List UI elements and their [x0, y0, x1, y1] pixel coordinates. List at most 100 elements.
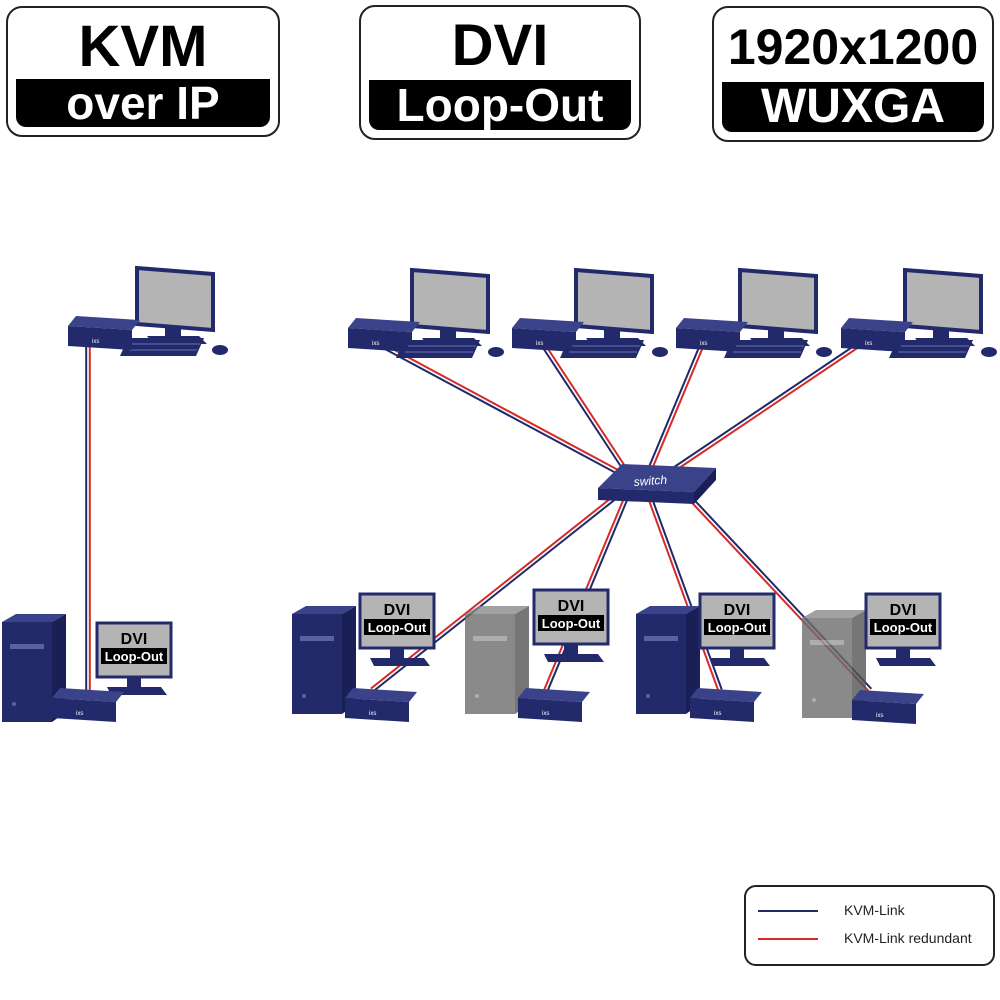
kvm-link-line	[645, 338, 704, 474]
pc-drive-bay	[473, 636, 507, 641]
kvm-extender-device: ixs	[512, 318, 584, 352]
pc-top	[2, 614, 66, 622]
monitor-badge-title: DVI	[558, 598, 585, 615]
pc-front	[636, 614, 686, 714]
pc-front	[2, 622, 52, 722]
extender-top	[518, 688, 590, 702]
pc-side	[342, 606, 356, 714]
kvm-extender-device: ixs	[518, 688, 590, 722]
kvm-link-redundant-line	[370, 495, 614, 690]
monitor-badge-bar	[704, 619, 770, 635]
extender-front	[348, 328, 412, 352]
monitor-icon	[410, 267, 490, 346]
keyboard-keys	[129, 343, 200, 351]
kvm-link-swatch	[758, 910, 818, 912]
pc-drive-bay	[300, 636, 334, 641]
monitor-neck	[730, 648, 744, 658]
kvm-link-pair	[645, 338, 707, 476]
mouse-icon	[981, 347, 997, 357]
mouse-icon	[652, 347, 668, 357]
monitor-badge-subtitle: Loop-Out	[105, 649, 164, 664]
pc-top	[802, 610, 866, 618]
monitor-badge-title: DVI	[384, 602, 411, 619]
badge-subtitle: over IP	[16, 79, 270, 127]
kvm-link-redundant-line	[540, 338, 631, 474]
kvm-extender-device: ixs	[852, 690, 924, 724]
extender-top	[852, 690, 924, 704]
monitor-neck	[127, 677, 141, 687]
badge-title: DVI	[451, 13, 549, 78]
kvm-link-redundant-line	[648, 340, 707, 476]
mouse-icon	[488, 347, 504, 357]
monitor-badge-bar	[870, 619, 936, 635]
monitor-badge-subtitle: Loop-Out	[368, 620, 427, 635]
pc-tower	[636, 606, 700, 714]
extender-label: ixs	[876, 713, 883, 719]
extender-label: ixs	[536, 341, 543, 347]
monitor-stand	[876, 658, 936, 666]
extender-top	[348, 318, 420, 332]
keyboard-keys	[898, 345, 969, 353]
kvm-extender-device: ixs	[52, 688, 124, 722]
monitor-neck	[768, 330, 784, 338]
legend-label: KVM-Link redundant	[844, 930, 972, 946]
monitor-screen	[574, 267, 654, 335]
kvm-link-pair	[537, 338, 631, 476]
pc-top	[636, 606, 700, 614]
monitor-screen	[135, 265, 215, 333]
pc-power-button	[12, 702, 16, 706]
monitor-stand	[710, 658, 770, 666]
pc-tower	[292, 606, 356, 714]
monitor-badge-title: DVI	[724, 602, 751, 619]
monitor-stand	[544, 654, 604, 662]
extender-label: ixs	[369, 711, 376, 717]
badge-title: KVM	[78, 14, 208, 79]
extender-top	[690, 688, 762, 702]
switch-label: switch	[633, 473, 668, 489]
extender-front	[512, 328, 576, 352]
keyboard-keys	[569, 345, 640, 353]
monitor-screen	[903, 267, 983, 335]
keyboard-body	[889, 340, 973, 358]
monitor-badge-title: DVI	[890, 602, 917, 619]
keyboard-body	[724, 340, 808, 358]
keyboard-keys	[733, 345, 804, 353]
monitor-neck	[604, 330, 620, 338]
switch-side	[694, 468, 716, 504]
extender-front	[676, 328, 740, 352]
monitor-neck	[896, 648, 910, 658]
kvm-link-pair	[370, 337, 620, 475]
switch-front	[598, 488, 694, 504]
monitor-neck	[165, 328, 181, 336]
dvi-loop-out-badge: DVI Loop-Out	[359, 5, 641, 140]
keyboard-icon	[560, 340, 668, 358]
monitor-neck	[564, 644, 578, 654]
pc-side	[515, 606, 529, 714]
keyboard-icon	[889, 340, 997, 358]
monitor-badge-bar	[364, 619, 430, 635]
monitor-badge-title: DVI	[121, 631, 148, 648]
badge-title: 1920x1200	[727, 19, 979, 75]
pc-drive-bay	[10, 644, 44, 649]
extender-front	[852, 700, 916, 724]
kvm-link-line	[650, 497, 723, 690]
pc-drive-bay	[644, 636, 678, 641]
monitor-badge-subtitle: Loop-Out	[542, 616, 601, 631]
keyboard-body	[560, 340, 644, 358]
extender-top	[512, 318, 584, 332]
monitor-badge-subtitle: Loop-Out	[708, 620, 767, 635]
pc-top	[465, 606, 529, 614]
monitor-icon	[135, 265, 215, 344]
kvm-extender-device: ixs	[345, 688, 417, 722]
extender-label: ixs	[700, 341, 707, 347]
badge-subtitle: WUXGA	[722, 82, 984, 132]
monitor-neck	[440, 330, 456, 338]
keyboard-icon	[396, 340, 504, 358]
legend-label: KVM-Link	[844, 902, 905, 918]
monitor-badge-subtitle: Loop-Out	[874, 620, 933, 635]
extender-label: ixs	[714, 711, 721, 717]
